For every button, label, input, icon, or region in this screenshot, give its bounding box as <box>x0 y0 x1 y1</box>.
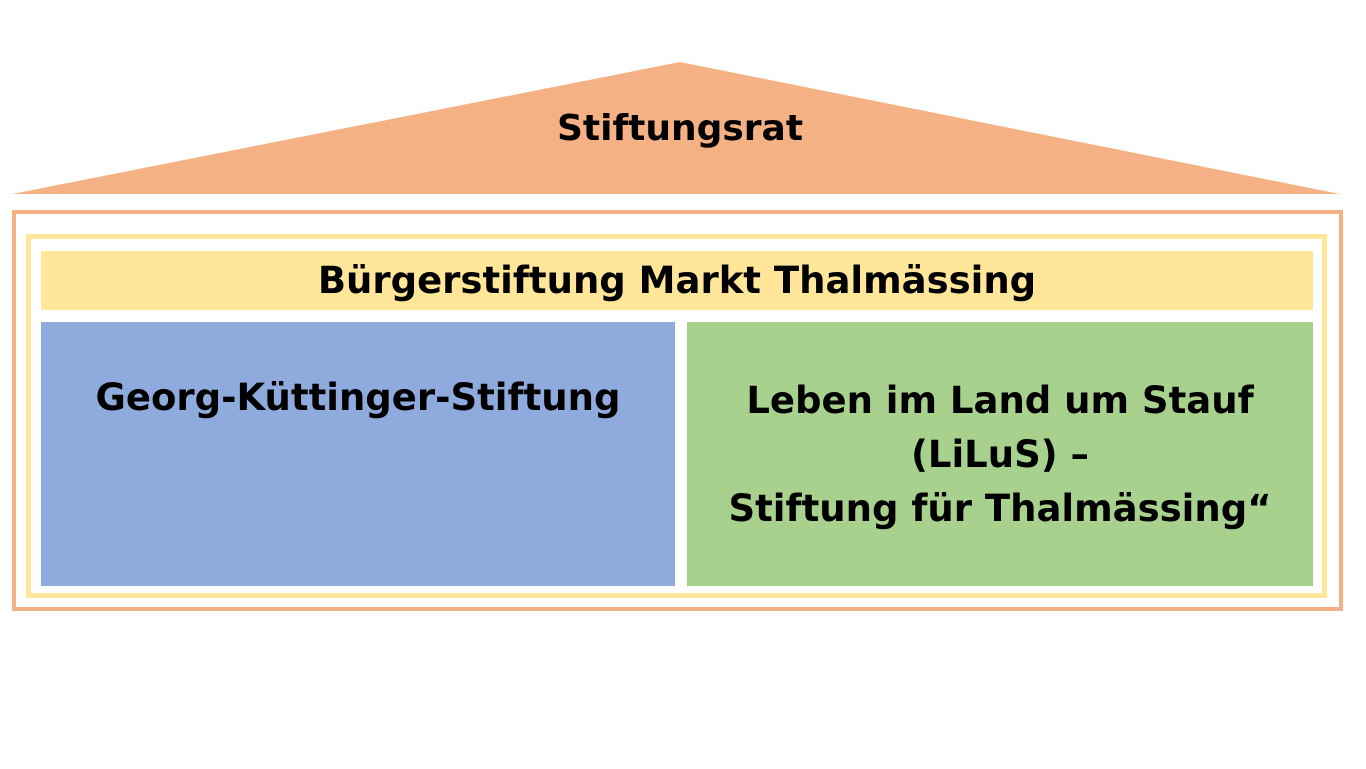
lilus-line-1: Leben im Land um Stauf <box>746 379 1254 422</box>
roof-triangle <box>12 62 1340 194</box>
roof-label: Stiftungsrat <box>556 108 804 149</box>
outer-frame <box>12 210 1343 611</box>
sub-foundation-box-lilus: Leben im Land um Stauf (LiLuS) – Stiftun… <box>687 322 1313 586</box>
inner-frame <box>26 234 1327 598</box>
foundation-title-band: Bürgerstiftung Markt Thalmässing <box>41 251 1313 310</box>
sub-foundation-label-kuettinger: Georg-Küttinger-Stiftung <box>95 376 621 419</box>
roof-shape <box>12 62 1340 194</box>
sub-foundation-box-kuettinger: Georg-Küttinger-Stiftung <box>41 322 675 586</box>
lilus-line-2: (LiLuS) – <box>910 433 1090 476</box>
foundation-title: Bürgerstiftung Markt Thalmässing <box>317 259 1037 302</box>
lilus-line-3: Stiftung für Thalmässing“ <box>728 487 1272 530</box>
sub-foundation-label-lilus: Leben im Land um Stauf (LiLuS) – Stiftun… <box>687 374 1313 536</box>
